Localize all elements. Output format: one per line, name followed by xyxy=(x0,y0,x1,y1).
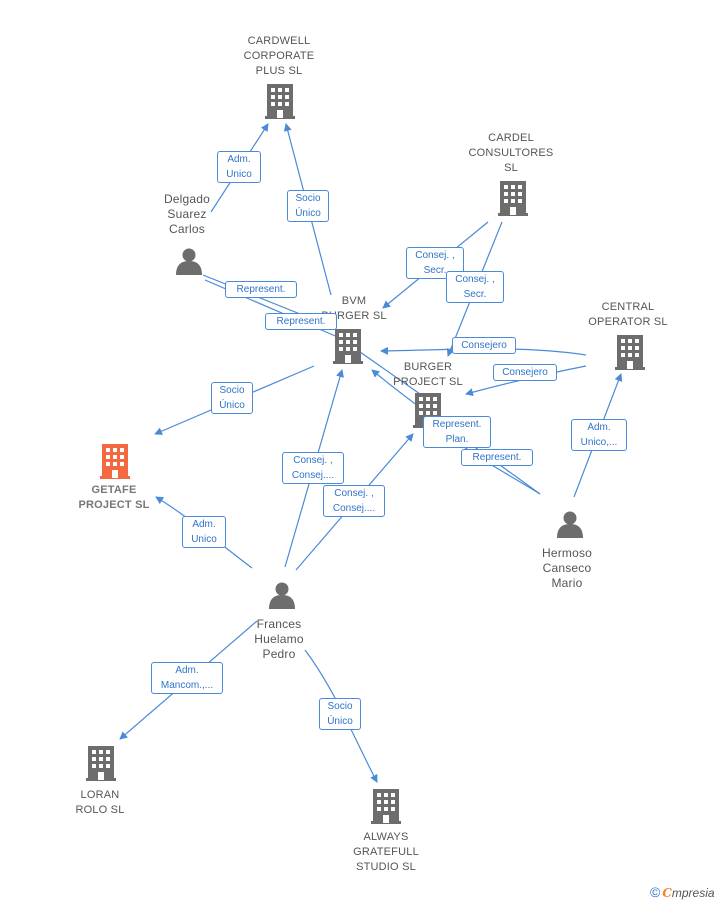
person-icon-hermoso[interactable] xyxy=(557,511,583,539)
edge-label-represent[interactable]: Represent. xyxy=(225,281,297,298)
edge-label-represent[interactable]: Represent. xyxy=(461,449,533,466)
company-label-always[interactable]: ALWAYS GRATEFULL STUDIO SL xyxy=(353,831,419,873)
edge-label-consejero[interactable]: Consejero xyxy=(493,364,557,381)
company-label-cardel[interactable]: CARDEL CONSULTORES SL xyxy=(468,132,554,174)
edge-label-represent[interactable]: Represent. xyxy=(265,313,337,330)
edge-label-adm-unico[interactable]: Adm. Unico xyxy=(217,151,261,183)
edge-label-consejero[interactable]: Consejero xyxy=(452,337,516,354)
edge-label-represent-plan[interactable]: Represent. Plan. xyxy=(423,416,491,448)
edge-label-consej-consej[interactable]: Consej. , Consej.... xyxy=(282,452,344,484)
edge-label-consej-secr[interactable]: Consej. , Secr. xyxy=(446,271,504,303)
building-icon-central[interactable] xyxy=(615,335,645,370)
copyright-icon: © xyxy=(650,884,661,900)
edge-label-adm-unico[interactable]: Adm. Unico,... xyxy=(571,419,627,451)
edge-label-adm-mancom[interactable]: Adm. Mancom.,... xyxy=(151,662,223,694)
building-icon-loran[interactable] xyxy=(86,746,116,781)
brand-name: mpresia xyxy=(671,886,715,900)
brand-initial: C xyxy=(662,886,672,900)
edge-label-consej-consej[interactable]: Consej. , Consej.... xyxy=(323,485,385,517)
building-icon-getafe[interactable] xyxy=(100,444,130,479)
company-label-cardwell[interactable]: CARDWELL CORPORATE PLUS SL xyxy=(243,35,315,77)
edge-label-socio-unico[interactable]: Socio Único xyxy=(211,382,253,414)
person-label-frances[interactable]: Frances Huelamo Pedro xyxy=(254,617,304,661)
company-label-central[interactable]: CENTRAL OPERATOR SL xyxy=(588,301,668,328)
building-icon-cardel[interactable] xyxy=(498,181,528,216)
edge-label-socio-unico[interactable]: Socio Único xyxy=(287,190,329,222)
person-label-hermoso[interactable]: Hermoso Canseco Mario xyxy=(541,546,593,590)
empresia-logo[interactable]: ©Cmpresia xyxy=(650,884,715,900)
building-icon-cardwell[interactable] xyxy=(265,84,295,119)
building-icon-always[interactable] xyxy=(371,789,401,824)
company-label-loran[interactable]: LORAN ROLO SL xyxy=(75,789,125,816)
edge-label-adm-unico[interactable]: Adm. Unico xyxy=(182,516,226,548)
edge-label-consej-secr[interactable]: Consej. , Secr. xyxy=(406,247,464,279)
edge-label-socio-unico[interactable]: Socio Único xyxy=(319,698,361,730)
building-icon-bvm[interactable] xyxy=(333,329,363,364)
person-icon-delgado[interactable] xyxy=(176,248,202,276)
person-icon-frances[interactable] xyxy=(269,582,295,610)
company-label-burger[interactable]: BURGER PROJECT SL xyxy=(393,361,463,388)
person-label-delgado[interactable]: Delgado Suarez Carlos xyxy=(163,192,211,236)
company-label-getafe[interactable]: GETAFE PROJECT SL xyxy=(78,484,150,511)
